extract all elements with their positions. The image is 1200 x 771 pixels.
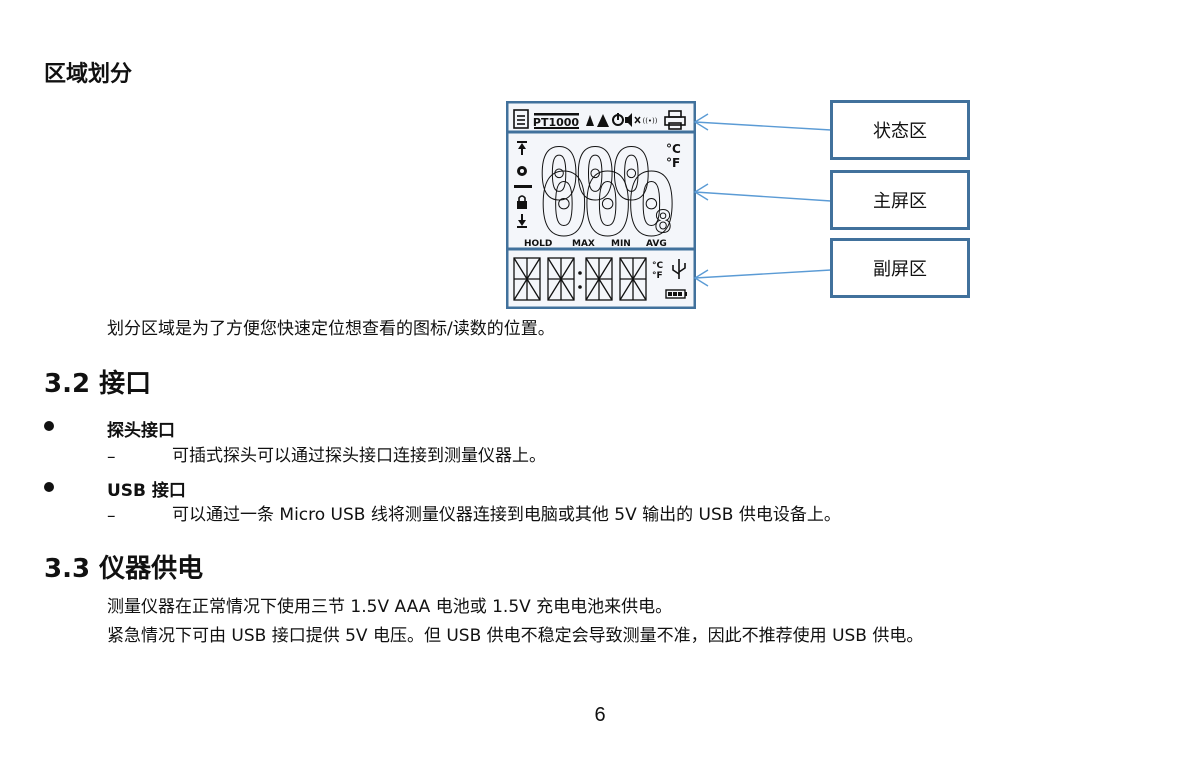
drop-icon: [586, 115, 594, 126]
usb-interface-title: USB 接口: [107, 481, 186, 501]
max-arrow-icon: [517, 141, 527, 155]
arrow-sub-head: [693, 269, 709, 287]
section-title: 区域划分: [44, 62, 133, 87]
signal-icon: ((•)): [642, 117, 657, 125]
power-line-1: 测量仪器在正常情况下使用三节 1.5V AAA 电池或 1.5V 充电电池来供电…: [107, 597, 673, 617]
arrow-status-head: [693, 113, 709, 131]
main-digits-upper: 000: [538, 134, 648, 216]
mode-hold: HOLD: [524, 239, 552, 249]
sub-colon-bottom: [578, 285, 582, 289]
min-arrow-icon: [517, 214, 527, 228]
sub-digit-2: [547, 257, 575, 301]
probe-interface-desc: 可插式探头可以通过探头接口连接到测量仪器上。: [172, 446, 546, 466]
sub-digit-1: [513, 257, 541, 301]
callout-arrows: [693, 113, 832, 287]
interface-heading: 3.2 接口: [44, 369, 152, 399]
page-number: 6: [594, 704, 606, 726]
mode-avg: AVG: [646, 239, 667, 249]
usb-interface-desc: 可以通过一条 Micro USB 线将测量仪器连接到电脑或其他 5V 输出的 U…: [172, 505, 841, 525]
callout-status: 状态区: [830, 100, 970, 160]
arrow-sub: [694, 269, 832, 279]
main-digits-lower: 000: [538, 156, 673, 256]
small-digit: 8: [654, 205, 672, 240]
power-line-2: 紧急情况下可由 USB 接口提供 5V 电压。但 USB 供电不稳定会导致测量不…: [107, 626, 924, 646]
lcd-frame: [506, 101, 696, 309]
mode-max: MAX: [572, 239, 595, 249]
callout-main: 主屏区: [830, 170, 970, 230]
unit-celsius: °C: [666, 142, 681, 156]
pt1000-label: PT1000: [533, 113, 580, 129]
sub-digit-4: [619, 257, 647, 301]
arrow-main: [694, 191, 832, 202]
callout-sub: 副屏区: [830, 238, 970, 298]
bullet-1: [44, 421, 54, 431]
minus-sign: [514, 185, 532, 188]
sub-unit-celsius: °C: [652, 261, 664, 271]
printer-icon: [664, 110, 686, 130]
pt1000-text: PT1000: [533, 116, 580, 129]
lcd-display-diagram: PT1000 ((•)) 000 000 8 °C °F HOLD MAX MI…: [506, 101, 696, 309]
sub-digit-3: [585, 257, 613, 301]
sub-digits: [513, 257, 647, 301]
battery-icon: [665, 289, 687, 299]
usb-dash: –: [107, 506, 116, 526]
sub-unit-fahrenheit: °F: [652, 271, 663, 281]
probe-interface-title: 探头接口: [107, 421, 175, 441]
lock-icon: [517, 195, 527, 209]
arrow-main-head: [693, 183, 709, 201]
bullet-2: [44, 482, 54, 492]
warning-icon: [597, 114, 609, 127]
region-description: 划分区域是为了方便您快速定位想查看的图标/读数的位置。: [107, 319, 555, 339]
probe-dash: –: [107, 447, 116, 467]
sub-colon-top: [578, 271, 582, 275]
unit-fahrenheit: °F: [666, 156, 680, 170]
mute-icon: [625, 113, 641, 127]
usb-icon: [672, 259, 686, 279]
power-heading: 3.3 仪器供电: [44, 554, 204, 584]
mode-min: MIN: [611, 239, 631, 249]
document-icon: [513, 109, 529, 129]
arrow-status: [694, 121, 832, 131]
